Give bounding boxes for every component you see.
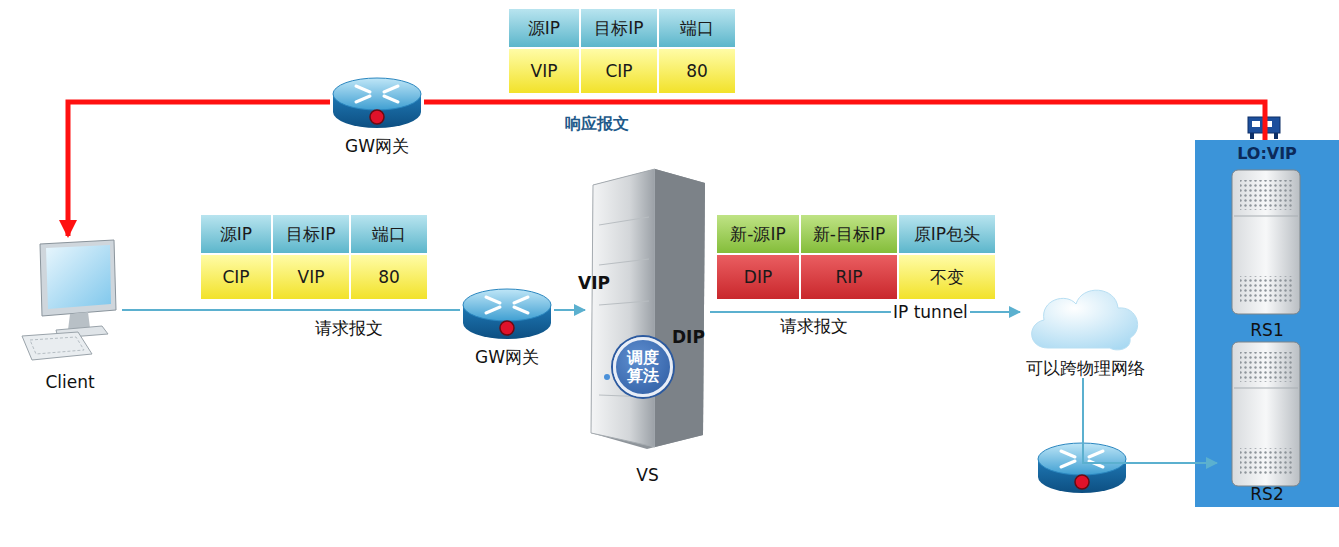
node-label: Client — [18, 372, 122, 392]
table-header-cell: 原IP包头 — [898, 214, 996, 254]
packet-label: 请求报文 — [780, 316, 848, 336]
table-value-cell: 80 — [350, 254, 428, 300]
table-value-cell: CIP — [580, 48, 658, 94]
rs-node: RS1 — [1217, 168, 1317, 340]
rs-node: RS2 — [1217, 340, 1317, 504]
table-value-cell: CIP — [200, 254, 272, 300]
table-value-cell: VIP — [508, 48, 580, 94]
table-header-cell: 新-目标IP — [800, 214, 898, 254]
table-value-cell: VIP — [272, 254, 350, 300]
table-header-cell: 目标IP — [580, 8, 658, 48]
table-header-cell: 端口 — [658, 8, 736, 48]
node-label: LO:VIP — [1195, 144, 1339, 163]
interface-label: VIP — [578, 273, 610, 293]
node-label: VS — [585, 465, 710, 485]
table-value-cell: RIP — [800, 254, 898, 300]
table-header-cell: 端口 — [350, 214, 428, 254]
edge-label: 请求报文 — [315, 318, 383, 338]
node-label: GW网关 — [460, 347, 554, 367]
table-header-cell: 源IP — [200, 214, 272, 254]
table-value-cell: DIP — [716, 254, 800, 300]
algorithm-circle: 调度算法 — [613, 337, 673, 397]
server-pool-panel: LO:VIP RS1RS2 — [1195, 140, 1339, 507]
edge-label: IP tunnel — [891, 302, 970, 322]
server-node: VS 调度算法 — [585, 165, 710, 485]
router-node: GW网关 — [460, 283, 554, 367]
request-path — [554, 309, 585, 311]
router-node: GW网关 — [330, 72, 424, 156]
table-value-cell: 不变 — [898, 254, 996, 300]
pc-node: Client — [18, 236, 122, 392]
node-label: RS1 — [1217, 320, 1317, 340]
table-header-cell: 目标IP — [272, 214, 350, 254]
table-header-cell: 新-源IP — [716, 214, 800, 254]
table-value-cell: 80 — [658, 48, 736, 94]
interface-label: DIP — [672, 327, 705, 347]
response-path — [424, 102, 1265, 140]
request-path — [710, 311, 1020, 313]
cloud-node: 可以跨物理网络 — [1020, 278, 1150, 378]
node-label: GW网关 — [330, 136, 424, 156]
table-header-cell: 源IP — [508, 8, 580, 48]
algorithm-label: 调度算法 — [627, 349, 659, 386]
edge-label: 响应报文 — [565, 114, 629, 133]
node-label: RS2 — [1217, 484, 1317, 504]
node-label: 可以跨物理网络 — [1020, 358, 1150, 378]
request-path — [1083, 378, 1217, 463]
request-path — [122, 309, 460, 311]
